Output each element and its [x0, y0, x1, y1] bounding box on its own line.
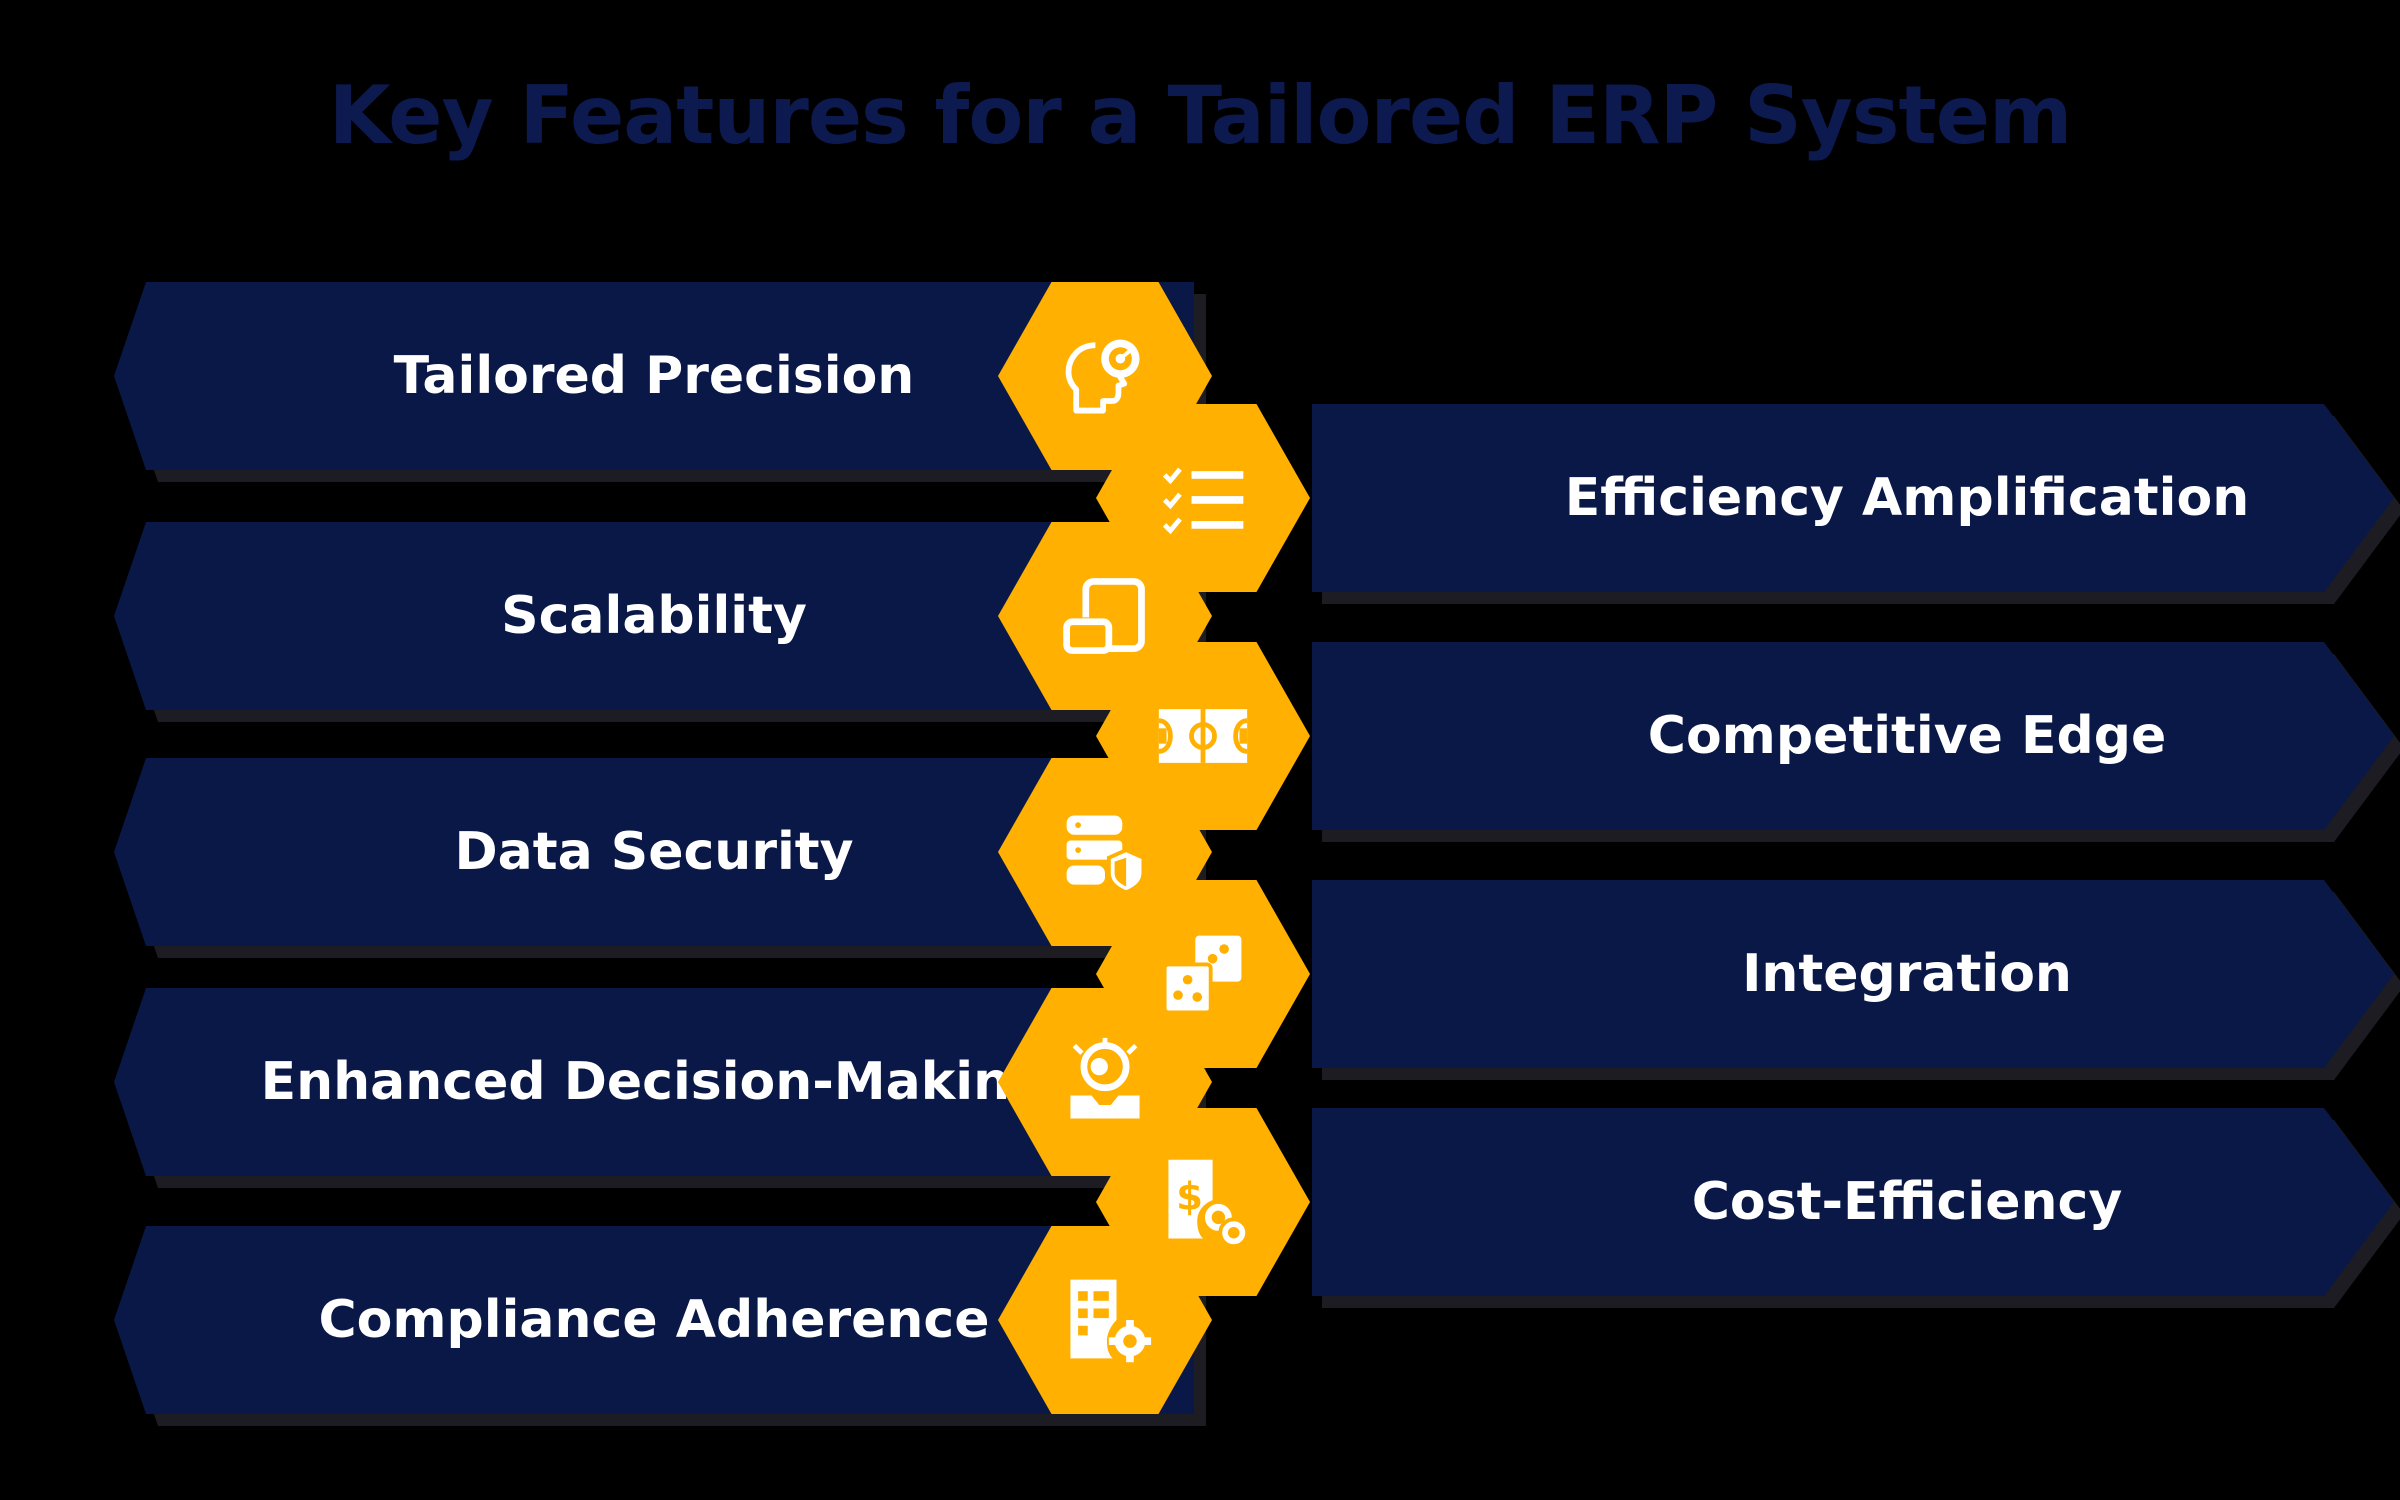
- svg-text:$: $: [1176, 1175, 1203, 1220]
- feature-label: Data Security: [454, 822, 854, 882]
- feature-label: Efficiency Amplification: [1564, 468, 2250, 528]
- feature-label: Enhanced Decision-Making: [260, 1052, 1048, 1112]
- feature-banner: [1312, 642, 2394, 830]
- feature-label: Competitive Edge: [1647, 706, 2167, 766]
- feature-banner: [1312, 404, 2394, 592]
- feature-label: Integration: [1742, 944, 2072, 1004]
- feature-banner: [1312, 1108, 2394, 1296]
- feature-label: Tailored Precision: [393, 346, 915, 406]
- infographic-title: Key Features for a Tailored ERP System: [328, 69, 2073, 162]
- feature-label: Scalability: [501, 586, 807, 646]
- feature-label: Compliance Adherence: [318, 1290, 990, 1350]
- feature-label: Cost-Efficiency: [1691, 1172, 2123, 1232]
- feature-banner: [1312, 880, 2394, 1068]
